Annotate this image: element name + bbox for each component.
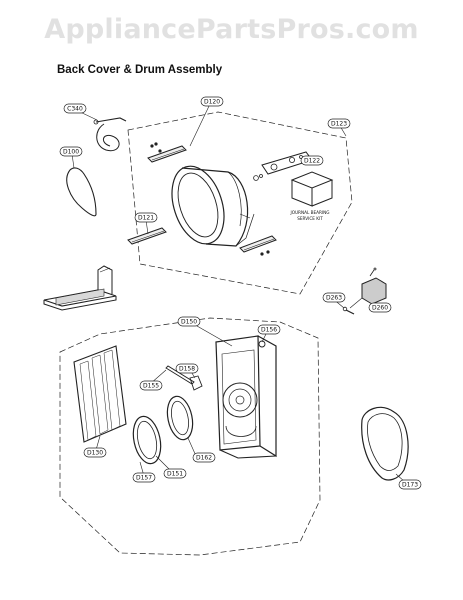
svg-text:D173: D173	[402, 482, 418, 489]
callout-d123: D123	[327, 118, 351, 129]
svg-text:D100: D100	[63, 149, 79, 156]
callout-d155: D155	[139, 380, 163, 391]
svg-text:C340: C340	[67, 106, 83, 113]
diagram-title: Back Cover & Drum Assembly	[57, 64, 223, 76]
svg-text:D260: D260	[372, 305, 388, 312]
drum-group-boundary	[127, 111, 353, 295]
seal-ring-front-part	[132, 415, 162, 465]
lifter-left-part	[127, 227, 167, 245]
callout-d263: D263	[322, 292, 346, 303]
watermark: AppliancePartsPros.com	[44, 14, 419, 45]
callout-d151: D151	[163, 468, 187, 479]
seal-ring-rear-part	[166, 395, 194, 441]
svg-text:D150: D150	[181, 319, 197, 326]
callout-d121: D121	[134, 212, 158, 223]
svg-text:D151: D151	[167, 471, 183, 478]
callout-d122: D122	[300, 155, 324, 166]
svg-text:D157: D157	[136, 475, 152, 482]
callout-d150: D150	[177, 316, 201, 327]
service-kit-note-line1: JOURNAL BEARING	[289, 210, 329, 215]
front-seal-part	[361, 406, 409, 481]
service-kit-note-line2: SERVICE KIT	[297, 216, 323, 221]
svg-text:D162: D162	[196, 455, 212, 462]
duct-rod-part	[165, 365, 203, 391]
callout-d157: D157	[132, 472, 156, 483]
back-cover-part	[215, 335, 277, 459]
svg-text:D120: D120	[204, 99, 220, 106]
callout-d120: D120	[200, 96, 224, 107]
svg-text:D155: D155	[143, 383, 159, 390]
connector-part	[361, 267, 387, 305]
gasket-part	[66, 167, 97, 217]
callout-d100: D100	[59, 146, 83, 157]
wire-harness-part	[93, 117, 127, 152]
cover-group-boundary	[59, 317, 321, 556]
svg-text:D121: D121	[138, 215, 154, 222]
callout-c340: C340	[63, 103, 87, 114]
svg-text:D122: D122	[304, 158, 320, 165]
callout-d156: D156	[257, 324, 281, 335]
svg-text:D158: D158	[179, 366, 195, 373]
svg-text:D156: D156	[261, 327, 277, 334]
drum-part	[171, 165, 255, 247]
callout-d130: D130	[83, 447, 107, 458]
service-kit-box	[290, 171, 334, 207]
rear-panel-part	[73, 345, 127, 443]
svg-text:D263: D263	[326, 295, 342, 302]
callout-d173: D173	[398, 479, 422, 490]
screw-part	[342, 306, 355, 315]
callout-d260: D260	[368, 302, 392, 313]
svg-text:D130: D130	[87, 450, 103, 457]
callout-d162: D162	[192, 452, 216, 463]
lifter-top-part	[147, 142, 187, 163]
lint-filter-part	[43, 265, 117, 311]
svg-text:D123: D123	[331, 121, 347, 128]
callout-d158: D158	[175, 363, 199, 374]
lifter-right-part	[239, 235, 277, 256]
